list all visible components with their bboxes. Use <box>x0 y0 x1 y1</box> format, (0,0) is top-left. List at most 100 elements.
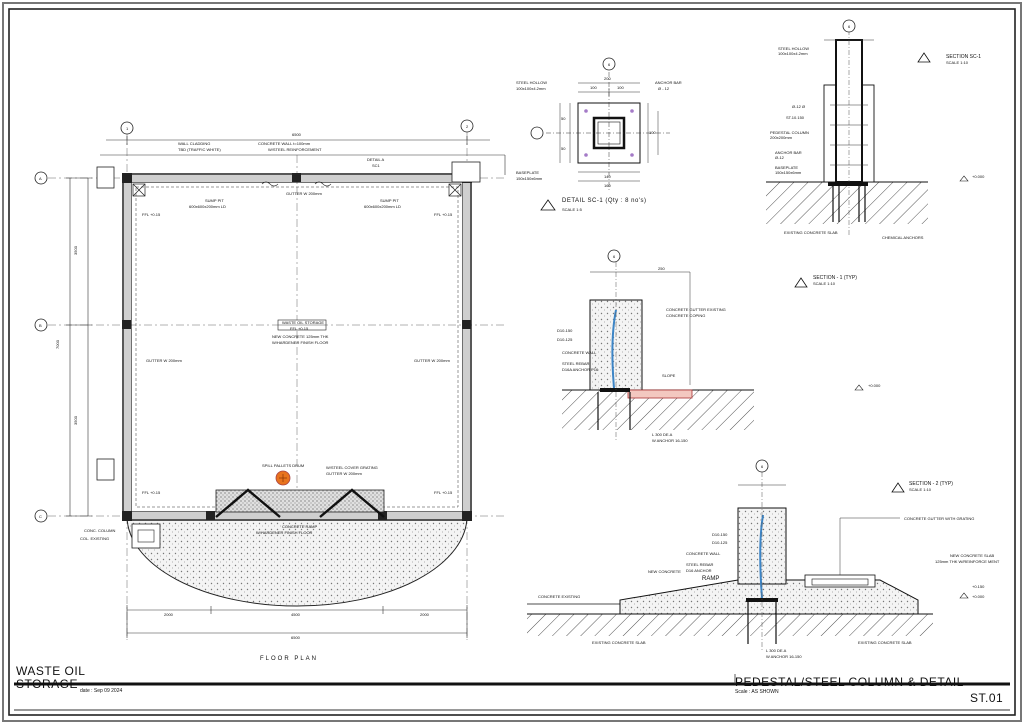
detail-sc1 <box>530 57 670 211</box>
section-sc1 <box>766 19 969 235</box>
s1-dim-top: 250 <box>658 266 665 271</box>
ssc1-l5: ANCHOR BAR <box>775 150 802 155</box>
ssc1-l1b: 100x100x4.2mm <box>778 51 808 56</box>
drawing-scale: Scale : AS SHOWN <box>735 689 779 695</box>
s1-scale: SCALE 1:10 <box>813 281 836 286</box>
sc1-anchor-bar: ANCHOR BAR <box>655 80 682 85</box>
plan-steel-cover: W/STEEL COVER GRATING <box>326 465 378 470</box>
s2-l7: D16 ANCHOR <box>686 568 712 573</box>
plan-dim-bottom-seg3: 2000 <box>420 612 429 617</box>
s1-l2: CONCRETE COPING <box>666 313 706 318</box>
s2-title: SECTION - 2 (TYP) <box>909 481 953 487</box>
s1-grid: 6 <box>613 254 616 259</box>
plan-center-note: NEW CONCRETE 125mm THK <box>272 334 329 339</box>
sc1-dim-100a: 100 <box>590 85 597 90</box>
sc1-dim-200: 200 <box>604 76 611 81</box>
plan-column-note: CONC. COLUMN <box>84 528 116 533</box>
s2-ramp: RAMP <box>702 576 720 582</box>
ssc1-l4b: 200x200mm <box>770 135 793 140</box>
plan-sump-dim1: 600x600x200mm LD <box>189 204 226 209</box>
grid-bubble-c: C <box>39 514 42 519</box>
plan-center-tag: WASTE OIL STORAGE <box>282 320 325 325</box>
plan-ffl-1: FFL +0.15 <box>142 212 161 217</box>
plan-detail-a: DETAIL A <box>367 157 385 162</box>
plan-spill-drum: SPILL PALLETS DRUM <box>262 463 305 468</box>
sc1-steel-hollow: STEEL HOLLOW <box>516 80 547 85</box>
s1-l5: CONCRETE WALL <box>562 350 597 355</box>
ssc1-l6b: 150x150x6mm <box>775 170 802 175</box>
sc1-title: DETAIL SC-1 (Qty : 8 no's) <box>562 198 647 204</box>
s1-slope: SLOPE <box>662 373 676 378</box>
plan-sump-2: SUMP PIT <box>380 198 399 203</box>
s2-existing-slab2: EXISTING CONCRETE SLAB <box>858 640 912 645</box>
sc1-dim-50a: 50 <box>561 116 566 121</box>
plan-detail-a2: SC1 <box>372 163 380 168</box>
s2-grid: 6 <box>761 464 764 469</box>
sc1-dim-100c: 100 <box>649 130 656 135</box>
s1-l1: CONCRETE GUTTER EXISTING <box>666 307 726 312</box>
sc1-grid: 6 <box>608 62 611 67</box>
floor-plan <box>34 119 506 640</box>
plan-dim-bottom-seg2: 4500 <box>291 612 300 617</box>
s1-bot2: W ANCHOR 16-150 <box>652 438 688 443</box>
plan-gutter-right: GUTTER W 200mm <box>414 358 450 363</box>
plan-center-tag2: FFL +0.15 <box>290 326 309 331</box>
plan-dim-bottom-seg1: 2000 <box>164 612 173 617</box>
plan-dim-bottom-overall: 6500 <box>291 635 300 640</box>
plan-title: FLOOR PLAN <box>260 656 319 662</box>
plan-dim-left-total: 7000 <box>54 340 60 349</box>
sheet-date: date : Sep 09 2024 <box>80 688 123 694</box>
s2-l3: D10-150 <box>712 532 728 537</box>
plan-sump-1: SUMP PIT <box>205 198 224 203</box>
project-name-line2: STORAGE <box>16 677 78 691</box>
plan-concrete-wall: CONCRETE WALL t=100mm <box>258 141 311 146</box>
ssc1-l6: BASEPLATE <box>775 165 799 170</box>
plan-dim-top: 6500 <box>292 132 301 137</box>
section-2 <box>527 459 969 650</box>
sc1-dim-100b: 100 <box>617 85 624 90</box>
s2-existing-slab1: EXISTING CONCRETE SLAB <box>592 640 646 645</box>
sheet-number: ST.01 <box>970 691 1004 705</box>
plan-concrete-wall2: W/STEEL REINFORCEMENT <box>268 147 322 152</box>
plan-ffl-3: FFL +0.15 <box>142 490 161 495</box>
s2-concrete-existing: CONCRETE EXISTING <box>538 594 581 599</box>
sc1-dim-140: 140 <box>604 174 611 179</box>
plan-column-note2: COL. EXISTING <box>80 536 110 541</box>
ssc1-scale: SCALE 1:10 <box>946 60 969 65</box>
plan-ffl-4: FFL +0.15 <box>434 490 453 495</box>
s1-bot1: L 300 DE.A <box>652 432 673 437</box>
ssc1-l1: STEEL HOLLOW <box>778 46 809 51</box>
ssc1-title: SECTION SC-1 <box>946 54 982 60</box>
ssc1-l2: Ø-12 Ø <box>792 104 806 109</box>
grid-bubble-a: A <box>39 176 42 181</box>
sc1-baseplate-size: 150x150x6mm <box>516 176 543 181</box>
sheet-border-inner <box>8 8 1016 716</box>
sc1-dim-50b: 50 <box>561 146 566 151</box>
sc1-anchor-bar-size: Ø - 12 <box>658 86 670 91</box>
s1-l3: D10-150 <box>557 328 573 333</box>
ssc1-l3: ST.10.150 <box>786 115 805 120</box>
drawing-title: PEDESTAL/STEEL COLUMN & DETAIL <box>735 675 964 689</box>
sc1-dim-160: 160 <box>604 183 611 188</box>
grid-bubble-1: 1 <box>126 126 129 131</box>
plan-ramp-note2: W/HARDENER FINISH FLOOR <box>256 530 313 535</box>
ssc1-grid: 6 <box>848 24 851 29</box>
s1-l4: D10-125 <box>557 337 573 342</box>
sc1-scale: SCALE 1:5 <box>562 207 582 212</box>
s2-scale: SCALE 1:10 <box>909 487 932 492</box>
ssc1-l8: CHEMICAL ANCHORS <box>882 235 924 240</box>
ssc1-level: +0.000 <box>972 174 985 179</box>
plan-center-note2: W/HARDENER FINISH FLOOR <box>272 340 329 345</box>
plan-wall-note: WALL CLADDING <box>178 141 211 146</box>
s2-l6: STEEL REBAR <box>686 562 714 567</box>
plan-wall-note2: TBD (TRAFFIC WHITE) <box>178 147 221 152</box>
spill-pallet <box>215 489 385 513</box>
s2-l8: NEW CONCRETE <box>648 569 681 574</box>
ssc1-l7: EXISTING CONCRETE SLAB <box>784 230 838 235</box>
s1-level: +0.000 <box>868 383 881 388</box>
project-name-line1: WASTE OIL <box>16 664 86 678</box>
s2-l2: NEW CONCRETE SLAB <box>950 553 995 558</box>
plan-dim-left-2: 3500 <box>72 416 78 425</box>
